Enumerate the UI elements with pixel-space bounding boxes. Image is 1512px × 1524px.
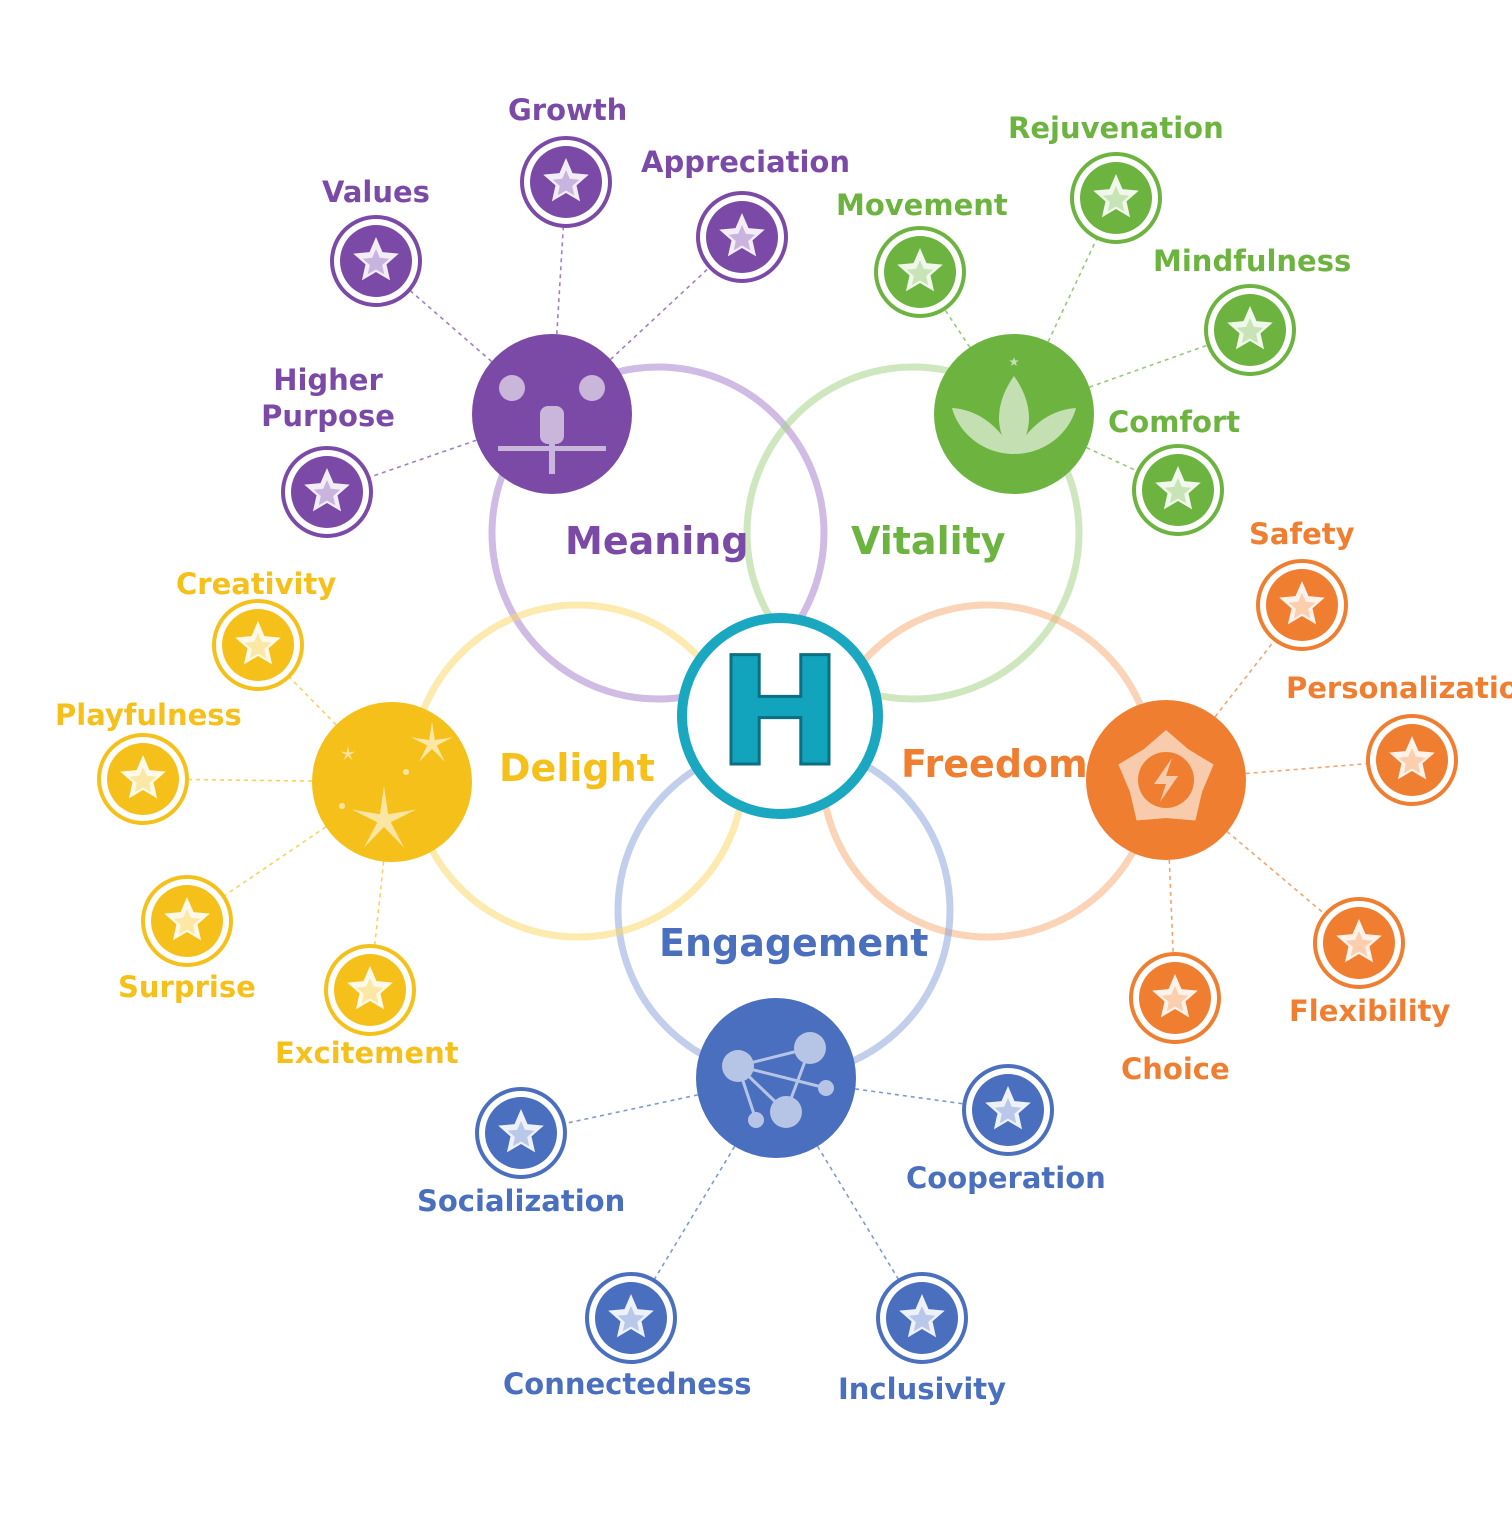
leaf-label-movement: Movement	[836, 188, 1008, 222]
star-inner-icon	[1164, 478, 1192, 504]
vitality-ring	[743, 363, 1083, 703]
star-inner-icon	[362, 249, 390, 275]
star-inner-icon	[1345, 931, 1373, 957]
star-inner-icon	[1398, 748, 1426, 774]
leaf-node-personalizatio	[1366, 714, 1458, 806]
network-icon	[722, 1032, 834, 1128]
nodes	[97, 136, 1458, 1364]
delight-hub	[312, 702, 472, 862]
star-inner-icon	[552, 170, 580, 196]
lightning-gear-icon	[1118, 730, 1214, 821]
leaf-node-creativity	[212, 599, 304, 691]
leaf-node-excitement	[324, 944, 416, 1036]
center-ring	[677, 613, 883, 819]
leaf-node-comfort	[1132, 444, 1224, 536]
vitality-hub	[934, 334, 1094, 494]
leaf-label-cooperation: Cooperation	[906, 1161, 1106, 1195]
meaning-title: Meaning	[565, 519, 749, 563]
leaf-label-excitement: Excitement	[275, 1036, 459, 1070]
leaf-label-connectedness: Connectedness	[503, 1367, 752, 1401]
meaning-hub	[472, 334, 632, 494]
hub-disc	[312, 702, 472, 862]
star-inner-icon	[994, 1098, 1022, 1124]
leaf-label-higher-purpose: Higher Purpose	[261, 363, 395, 434]
leaf-node-rejuvenation	[1070, 152, 1162, 244]
leaf-label-socialization: Socialization	[417, 1184, 626, 1218]
leaf-label-values: Values	[322, 175, 430, 209]
leaf-label-rejuvenation: Rejuvenation	[1008, 111, 1224, 145]
leaf-node-mindfulness	[1204, 284, 1296, 376]
star-inner-icon	[1288, 593, 1316, 619]
vitality-title: Vitality	[851, 519, 1006, 563]
star-inner-icon	[908, 1306, 936, 1332]
leaf-node-socialization	[475, 1087, 567, 1179]
star-inner-icon	[906, 260, 934, 286]
star-inner-icon	[1236, 318, 1264, 344]
leaf-label-creativity: Creativity	[176, 567, 337, 601]
star-inner-icon	[617, 1306, 645, 1332]
star-inner-icon	[129, 767, 157, 793]
delight-title: Delight	[499, 746, 655, 790]
leaf-label-mindfulness: Mindfulness	[1153, 244, 1352, 278]
sparkles-icon	[339, 722, 453, 848]
star-inner-icon	[728, 225, 756, 251]
leaf-node-playfulness	[97, 733, 189, 825]
star-inner-icon	[244, 633, 272, 659]
star-inner-icon	[356, 978, 384, 1004]
leaf-label-personalizatio: Personalizatio	[1286, 671, 1512, 705]
leaf-node-inclusivity	[876, 1272, 968, 1364]
leaf-label-inclusivity: Inclusivity	[838, 1372, 1007, 1406]
leaf-label-safety: Safety	[1249, 517, 1355, 551]
engagement-link-connectedness	[630, 1077, 777, 1319]
center-letter: H	[717, 626, 843, 800]
leaf-node-flexibility	[1313, 897, 1405, 989]
leaf-node-growth	[520, 136, 612, 228]
leaf-node-surprise	[141, 875, 233, 967]
scales-gears-icon	[498, 375, 606, 474]
leaf-label-growth: Growth	[508, 93, 628, 127]
leaf-node-choice	[1129, 952, 1221, 1044]
star-inner-icon	[1102, 186, 1130, 212]
leaf-node-values	[330, 215, 422, 307]
leaf-node-higher-purpose	[281, 446, 373, 538]
star-inner-icon	[507, 1121, 535, 1147]
meaning-ring	[488, 363, 828, 703]
engagement-hub	[696, 998, 856, 1158]
lotus-icon	[952, 357, 1076, 454]
engagement-title: Engagement	[659, 921, 929, 965]
leaf-label-playfulness: Playfulness	[55, 698, 242, 732]
leaf-node-appreciation	[696, 191, 788, 283]
star-inner-icon	[1161, 986, 1189, 1012]
freedom-title: Freedom	[901, 742, 1088, 786]
leaf-node-movement	[874, 226, 966, 318]
vitality-link-comfort	[1013, 413, 1179, 491]
star-inner-icon	[313, 480, 341, 506]
leaf-label-surprise: Surprise	[118, 970, 256, 1004]
freedom-hub	[1086, 700, 1246, 860]
leaf-label-comfort: Comfort	[1108, 405, 1241, 439]
leaf-node-connectedness	[585, 1272, 677, 1364]
leaf-label-appreciation: Appreciation	[641, 145, 851, 179]
star-inner-icon	[173, 909, 201, 935]
leaf-node-cooperation	[962, 1064, 1054, 1156]
leaf-label-choice: Choice	[1121, 1052, 1230, 1086]
leaf-node-safety	[1256, 559, 1348, 651]
center-emblem: H	[677, 613, 883, 819]
hub-disc	[696, 998, 856, 1158]
leaf-label-flexibility: Flexibility	[1289, 994, 1451, 1028]
engagement-link-inclusivity	[775, 1077, 923, 1319]
